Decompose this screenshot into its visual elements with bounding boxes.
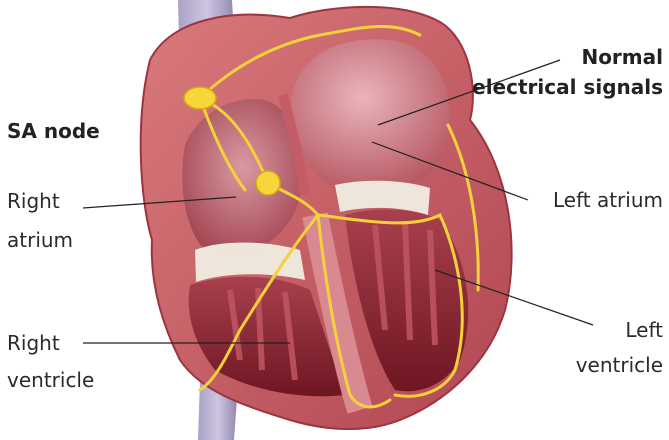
left-atrium-chamber (291, 39, 449, 185)
label-right-ventricle-2: ventricle (7, 365, 94, 395)
label-normal: Normal (581, 42, 663, 72)
label-sa-node: SA node (7, 116, 100, 146)
label-right-atrium-1: Right (7, 186, 60, 216)
label-left-atrium: Left atrium (553, 185, 663, 215)
av-node (256, 171, 280, 195)
sa-node (184, 87, 216, 109)
label-right-ventricle-1: Right (7, 328, 60, 358)
label-electrical-signals: electrical signals (472, 72, 663, 102)
label-left-ventricle-1: Left (625, 315, 663, 345)
label-left-ventricle-2: ventricle (576, 350, 663, 380)
label-right-atrium-2: atrium (7, 225, 73, 255)
